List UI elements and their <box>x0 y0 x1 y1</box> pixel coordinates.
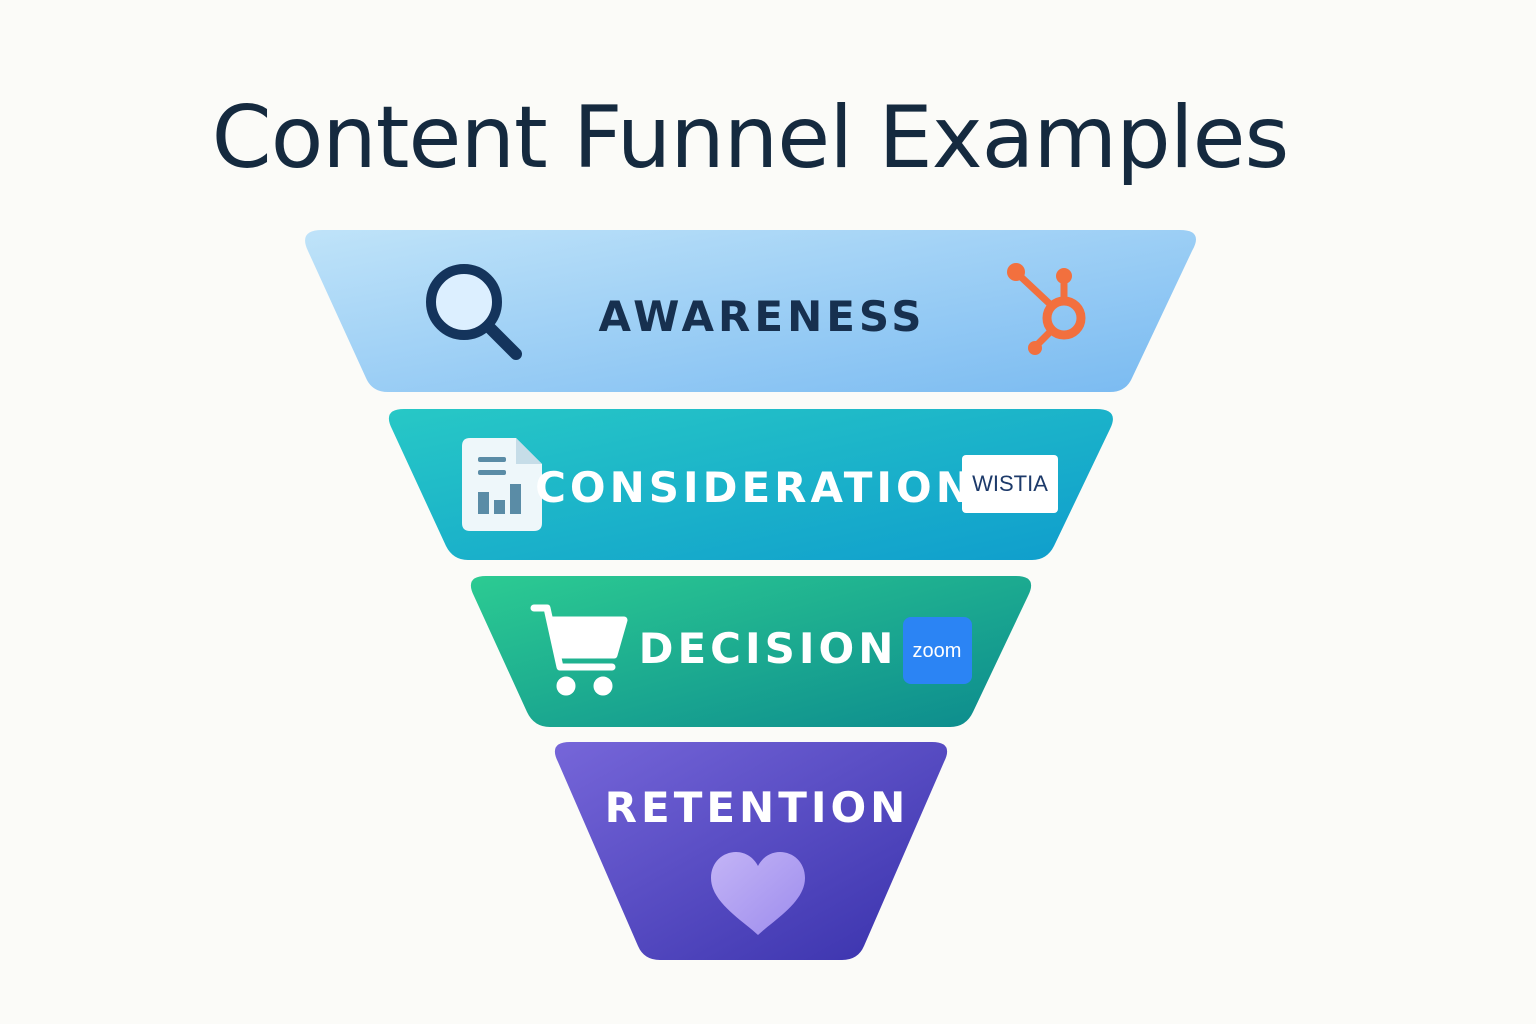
hubspot-logo-icon <box>1007 263 1086 355</box>
stage-decision: DECISION zoom <box>470 576 1032 727</box>
zoom-badge: zoom <box>903 617 972 684</box>
stage-consideration: CONSIDERATION WISTIA <box>388 409 1113 560</box>
stage-label-consideration: CONSIDERATION <box>535 463 975 512</box>
wistia-badge-text: WISTIA <box>972 471 1048 496</box>
consideration-band <box>388 409 1113 560</box>
magnifier-icon <box>426 264 522 360</box>
wistia-badge: WISTIA <box>962 455 1058 513</box>
heart-icon <box>711 852 805 935</box>
page-title: Content Funnel Examples <box>211 88 1290 188</box>
stage-label-decision: DECISION <box>639 624 898 673</box>
zoom-badge-text: zoom <box>913 640 962 662</box>
stage-awareness: AWARENESS <box>305 230 1196 392</box>
shopping-cart-icon <box>530 604 628 696</box>
awareness-band <box>305 230 1196 392</box>
document-chart-icon <box>462 438 542 531</box>
retention-band <box>554 742 948 960</box>
stage-label-retention: RETENTION <box>605 783 910 832</box>
stage-retention: RETENTION <box>554 742 948 960</box>
stage-label-awareness: AWARENESS <box>598 292 925 341</box>
